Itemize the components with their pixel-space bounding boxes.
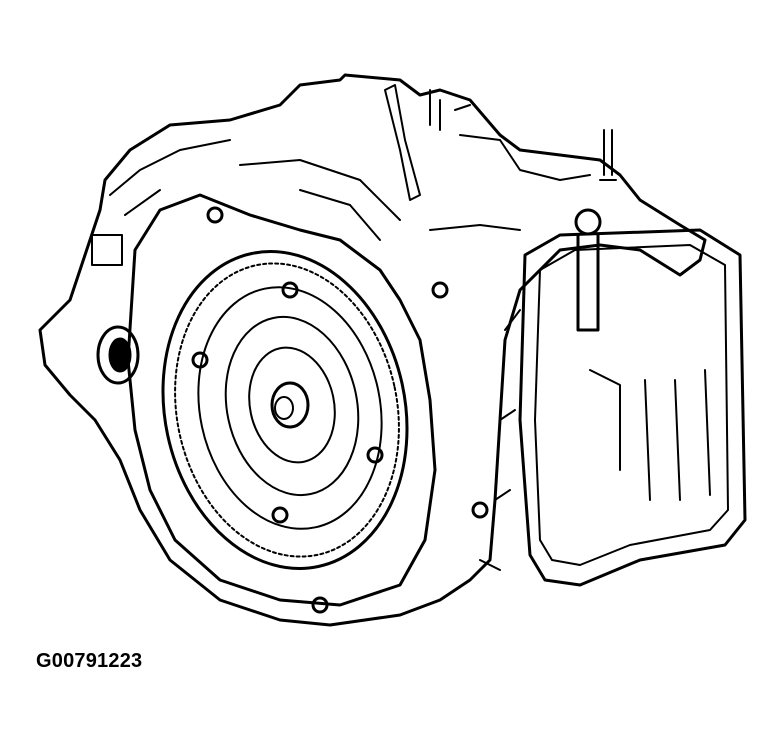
axle-seal-center <box>108 337 132 373</box>
torque-converter-ring-1 <box>197 286 383 530</box>
case-flange <box>479 309 521 571</box>
shift-lever <box>384 84 421 201</box>
figure-id-label: G00791223 <box>36 650 143 672</box>
torque-converter-outer <box>174 262 400 558</box>
top-ribs <box>109 139 521 241</box>
filler-tube <box>576 233 600 332</box>
torque-converter-ring-gear <box>161 250 409 570</box>
axle-seal <box>96 325 140 385</box>
oil-pan <box>518 228 747 587</box>
torque-converter-ring-2 <box>224 315 360 497</box>
torque-converter-ring-3 <box>248 346 336 464</box>
oil-pan-ribs <box>589 369 711 501</box>
dipstick-tube <box>599 129 617 181</box>
filler-cap <box>574 208 602 236</box>
bell-housing <box>126 193 437 607</box>
transmission-case-outline <box>38 73 707 627</box>
mounting-bolts <box>191 206 489 614</box>
sensor-connector <box>91 234 123 266</box>
top-bracket <box>429 89 591 181</box>
oil-pan-inner <box>534 244 729 566</box>
converter-hub-inner <box>274 396 294 420</box>
converter-hub <box>270 381 310 429</box>
